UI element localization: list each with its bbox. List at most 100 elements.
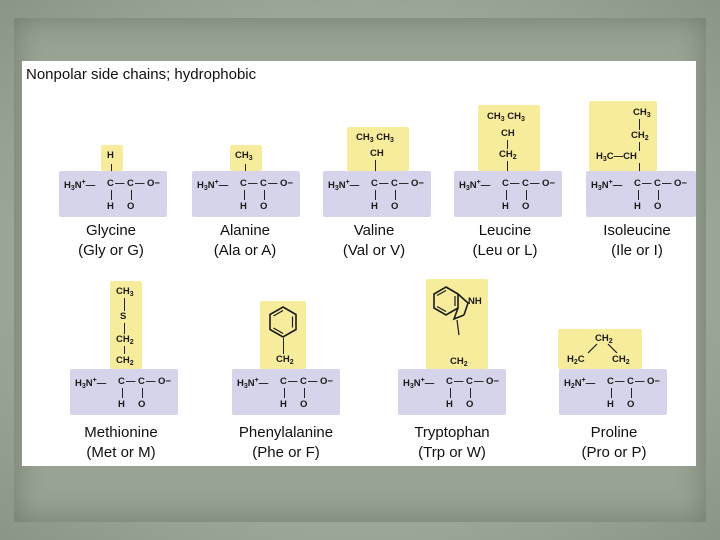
side-chain-highlight (230, 145, 262, 171)
bond (375, 190, 376, 200)
bond (304, 388, 305, 398)
bond-dash: — (510, 178, 520, 189)
alpha-hydrogen: H (118, 399, 125, 410)
bond (375, 160, 376, 172)
carboxyl-carbon: C (260, 178, 267, 189)
slide-title: Nonpolar side chains; hydrophobic (26, 66, 257, 83)
bond-dash: — (454, 376, 464, 387)
bond (507, 140, 508, 149)
bond-dash: — (146, 376, 156, 387)
bond (638, 190, 639, 200)
amino-acid-name: Methionine (84, 424, 158, 441)
side-chain-label: CH3 (116, 286, 134, 298)
bond-dash: — (615, 376, 625, 387)
bond (124, 346, 125, 354)
bond-dash: — (662, 178, 672, 189)
bond (639, 163, 640, 172)
benzene-ring-icon (269, 306, 297, 338)
amino-group: H3N+— (403, 377, 435, 390)
carboxyl-carbon: C (127, 178, 134, 189)
amino-acid-abbreviation: (Val or V) (342, 242, 406, 259)
amino-acid-name: Tryptophan (414, 424, 490, 441)
side-chain-label: CH (501, 128, 515, 139)
bond-dash: — (308, 376, 318, 387)
backbone-card: H3N+— C — C — O− H O (70, 369, 178, 415)
side-chain-label: CH2 (499, 149, 517, 161)
amino-acid-abbreviation: (Ile or I) (611, 242, 663, 259)
amino-group: H3N+— (591, 179, 623, 192)
bond (507, 161, 508, 172)
amino-acid-name: Proline (590, 424, 638, 441)
amino-acid-name: Alanine (219, 222, 271, 239)
amino-group: H3N+— (237, 377, 269, 390)
carbonyl-oxygen: O (466, 399, 474, 410)
side-chain-label: CH2 (595, 333, 613, 345)
amino-acid-abbreviation: (Trp or W) (418, 444, 486, 461)
bond (658, 190, 659, 200)
bond-dash: — (268, 178, 278, 189)
backbone-card: H3N+— C — C — O− H O (323, 171, 431, 217)
bond (395, 190, 396, 200)
amino-acid-abbreviation: (Leu or L) (472, 242, 538, 259)
backbone-card: H3N+— C — C — O− H O (454, 171, 562, 217)
backbone-card: H3N+— C — C — O− H O (59, 171, 167, 217)
alpha-carbon: C (371, 178, 378, 189)
indole-ring-icon (433, 286, 469, 336)
alpha-carbon: C (607, 376, 614, 387)
bond (111, 164, 112, 172)
carboxylate-oxygen: O− (542, 178, 555, 189)
bond (526, 190, 527, 200)
side-chain-label: CH2 (631, 130, 649, 142)
amino-acid-abbreviation: (Met or M) (86, 444, 156, 461)
alpha-carbon: C (502, 178, 509, 189)
bond-dash: — (115, 178, 125, 189)
backbone-card: H3N+— C — C — O− H O (232, 369, 340, 415)
carboxyl-carbon: C (391, 178, 398, 189)
carbonyl-oxygen: O (300, 399, 308, 410)
side-chain-label: S (120, 311, 127, 322)
carbonyl-oxygen: O (127, 201, 135, 212)
carboxylate-oxygen: O− (486, 376, 499, 387)
side-chain-highlight (558, 329, 642, 369)
amino-acid-name: Leucine (478, 222, 532, 239)
bond-dash: — (530, 178, 540, 189)
carboxyl-carbon: C (627, 376, 634, 387)
side-chain-highlight (110, 281, 142, 369)
side-chain-highlight (347, 127, 409, 171)
amino-group: H3N+— (75, 377, 107, 390)
backbone-card: H3N+— C — C — O− H O (586, 171, 696, 217)
slide-canvas: Nonpolar side chains; hydrophobic H H3N+… (22, 61, 696, 466)
amino-group: H3N+— (64, 179, 96, 192)
alpha-hydrogen: H (634, 201, 641, 212)
carbonyl-oxygen: O (627, 399, 635, 410)
amino-group: H3N+— (459, 179, 491, 192)
alpha-hydrogen: H (607, 399, 614, 410)
side-chain-label: CH2 (612, 354, 630, 366)
pyrrolidine-bonds-icon (587, 343, 618, 354)
backbone-card: H3N+— C — C — O− H O (398, 369, 506, 415)
carboxylate-oxygen: O− (280, 178, 293, 189)
bond (245, 164, 246, 172)
bond (124, 323, 125, 334)
side-chain-highlight (478, 105, 540, 171)
carbonyl-oxygen: O (391, 201, 399, 212)
carboxyl-carbon: C (466, 376, 473, 387)
carbonyl-oxygen: O (522, 201, 530, 212)
amino-acid-name: Glycine (85, 222, 137, 239)
carboxylate-oxygen: O− (411, 178, 424, 189)
bond-dash: — (379, 178, 389, 189)
alpha-hydrogen: H (280, 399, 287, 410)
alpha-hydrogen: H (502, 201, 509, 212)
alpha-carbon: C (118, 376, 125, 387)
bond (639, 142, 640, 151)
side-chain-label: CH2 (116, 334, 134, 346)
amino-acid-abbreviation: (Phe or F) (252, 444, 320, 461)
amino-acid-abbreviation: (Gly or G) (78, 242, 144, 259)
bond (111, 190, 112, 200)
bond (142, 388, 143, 398)
bond (284, 388, 285, 398)
side-chain-highlight (260, 301, 306, 369)
bond-dash: — (642, 178, 652, 189)
backbone-card: H3N+— C — C — O− H O (192, 171, 300, 217)
carbonyl-oxygen: O (260, 201, 268, 212)
